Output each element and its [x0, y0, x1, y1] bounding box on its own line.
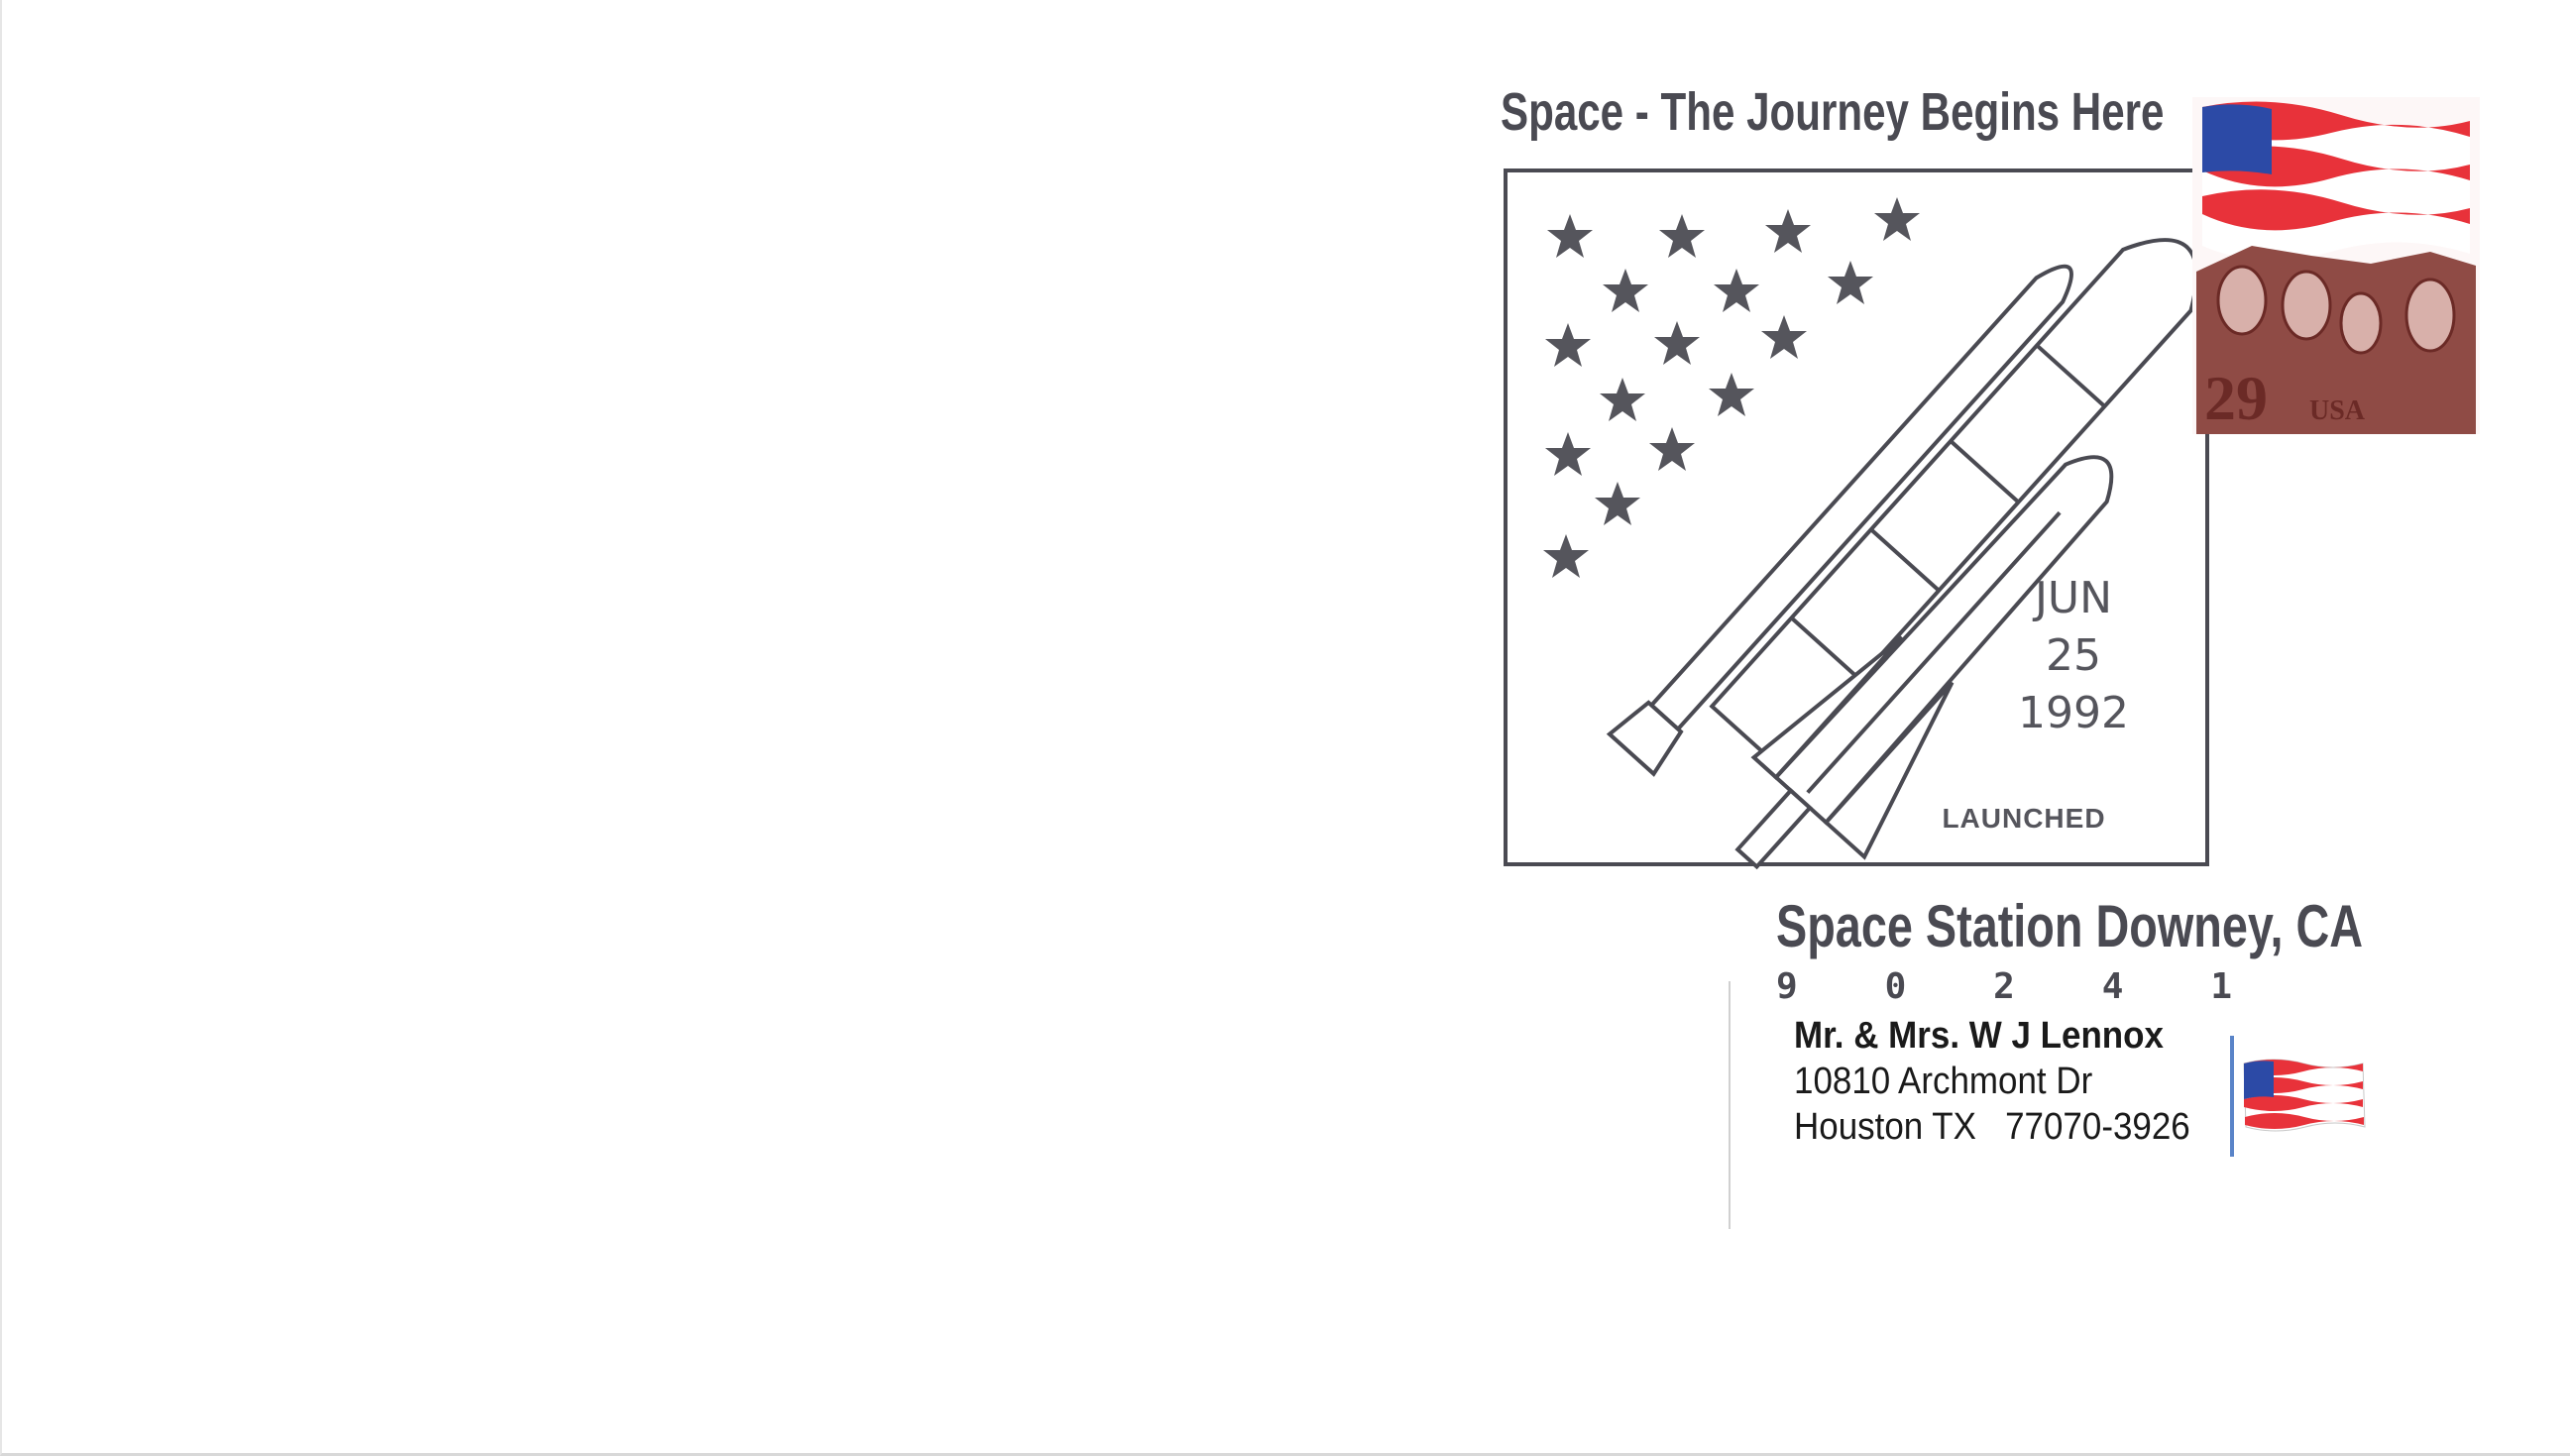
- zip-digit: 0: [1884, 966, 1907, 1007]
- postmark-year: 1992: [2018, 688, 2129, 738]
- street-address: 10810 Archmont Dr: [1794, 1061, 2093, 1102]
- city-state-zip: Houston TX 77070-3926: [1794, 1106, 2190, 1148]
- recipient-name: Mr. & Mrs. W J Lennox: [1794, 1015, 2164, 1057]
- launched-label: LAUNCHED: [1942, 803, 2106, 834]
- postmark-day: 25: [2046, 630, 2101, 681]
- zip-digit: 1: [2210, 966, 2232, 1007]
- postage-stamp: [2192, 97, 2480, 434]
- space-shuttle-illustration: [1543, 197, 2199, 870]
- stamp-denomination: 29: [2204, 363, 2268, 433]
- postmark-zip: 9 0 2 4 1: [1776, 966, 2232, 1012]
- label-blue-bar: [2230, 1036, 2234, 1157]
- shuttle-icon: [1606, 238, 2199, 870]
- cachet-frame: [1504, 168, 2209, 866]
- zip-digit: 9: [1776, 966, 1798, 1007]
- us-flag-icon: [2243, 1059, 2366, 1132]
- station-name-text: Space Station Downey, CA: [1776, 893, 2364, 959]
- zip-digit: 4: [2101, 966, 2124, 1007]
- mailing-address: Mr. & Mrs. W J Lennox 10810 Archmont Dr …: [1794, 1013, 2230, 1150]
- label-edge: [1729, 981, 1731, 1229]
- postmark-date: JUN 25 1992: [1994, 570, 2153, 742]
- stamp-country: USA: [2309, 395, 2366, 426]
- station-name: Space Station Downey, CA: [1776, 887, 2363, 966]
- stamp-flag-rushmore-icon: [2196, 101, 2476, 434]
- zip-digit: 2: [1993, 966, 2015, 1007]
- postmark-month: JUN: [2034, 573, 2113, 623]
